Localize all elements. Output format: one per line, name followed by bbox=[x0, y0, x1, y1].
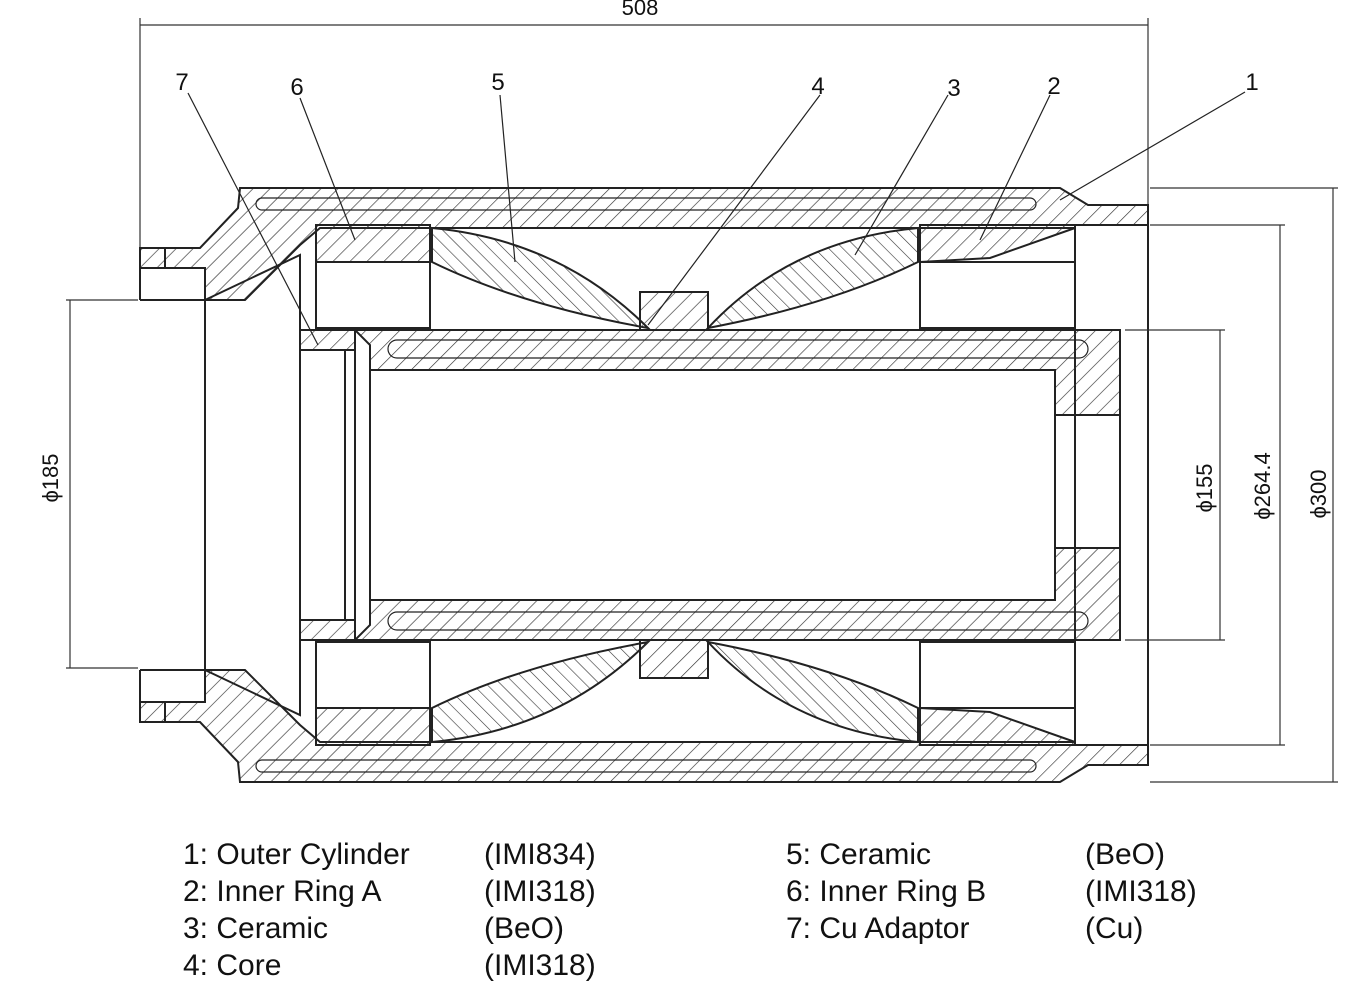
callouts: 1 2 3 4 5 6 7 bbox=[175, 69, 1259, 346]
diameter-dimensions-right: ϕ155 ϕ264.4 ϕ300 bbox=[1125, 187, 1338, 783]
d155-label: ϕ155 bbox=[1192, 463, 1217, 512]
d264-label: ϕ264.4 bbox=[1250, 452, 1275, 519]
legend-left-names: 1: Outer Cylinder 2: Inner Ring A 3: Cer… bbox=[183, 836, 410, 984]
callout-1: 1 bbox=[1245, 69, 1258, 96]
callout-4: 4 bbox=[811, 73, 824, 100]
cu-adaptor-top bbox=[299, 329, 356, 351]
ceramic-3-top bbox=[705, 226, 919, 330]
legend-material: (IMI318) bbox=[484, 875, 596, 908]
inner-ring-a-bottom bbox=[919, 706, 1076, 746]
callout-5: 5 bbox=[491, 69, 504, 96]
legend-right-materials: (BeO) (IMI318) (Cu) bbox=[1085, 836, 1197, 947]
d185-label: ϕ185 bbox=[38, 453, 63, 502]
inner-ring-b-top bbox=[315, 224, 431, 263]
callout-3: 3 bbox=[947, 75, 960, 102]
legend-material: (IMI834) bbox=[484, 838, 596, 871]
d300-label: ϕ300 bbox=[1306, 469, 1331, 518]
callout-2: 2 bbox=[1047, 73, 1060, 100]
legend-material: (IMI318) bbox=[1085, 875, 1197, 908]
length-label: 508 bbox=[622, 0, 659, 20]
legend-item: 1: Outer Cylinder bbox=[183, 838, 410, 871]
diameter-dimension-left: ϕ185 bbox=[38, 299, 138, 669]
legend-item: 5: Ceramic bbox=[786, 838, 932, 871]
legend-item: 3: Ceramic bbox=[183, 912, 329, 945]
legend-left-materials: (IMI834) (IMI318) (BeO) (IMI318) bbox=[484, 836, 596, 984]
legend-item: 7: Cu Adaptor bbox=[786, 912, 970, 945]
core-tube-bottom bbox=[352, 547, 1121, 641]
ceramic-5-top bbox=[431, 226, 651, 330]
legend-item: 4: Core bbox=[183, 949, 282, 982]
callout-6: 6 bbox=[290, 74, 303, 101]
core-boss-bottom bbox=[639, 639, 709, 679]
legend-item: 2: Inner Ring A bbox=[183, 875, 382, 908]
ceramic-5-bottom bbox=[431, 640, 651, 744]
cu-adaptor-bottom bbox=[299, 619, 356, 641]
inner-ring-b-bottom bbox=[315, 707, 431, 746]
legend-material: (IMI318) bbox=[484, 949, 596, 982]
legend-material: (Cu) bbox=[1085, 912, 1144, 945]
legend-material: (BeO) bbox=[484, 912, 565, 945]
inner-ring-a-top bbox=[919, 224, 1076, 264]
core-boss-top bbox=[639, 291, 709, 331]
callout-7: 7 bbox=[175, 69, 188, 96]
legend-right-names: 5: Ceramic 6: Inner Ring B 7: Cu Adaptor bbox=[786, 836, 986, 947]
core-tube-top bbox=[352, 329, 1121, 416]
ceramic-3-bottom bbox=[705, 640, 919, 744]
legend-item: 6: Inner Ring B bbox=[786, 875, 987, 908]
legend-material: (BeO) bbox=[1085, 838, 1166, 871]
